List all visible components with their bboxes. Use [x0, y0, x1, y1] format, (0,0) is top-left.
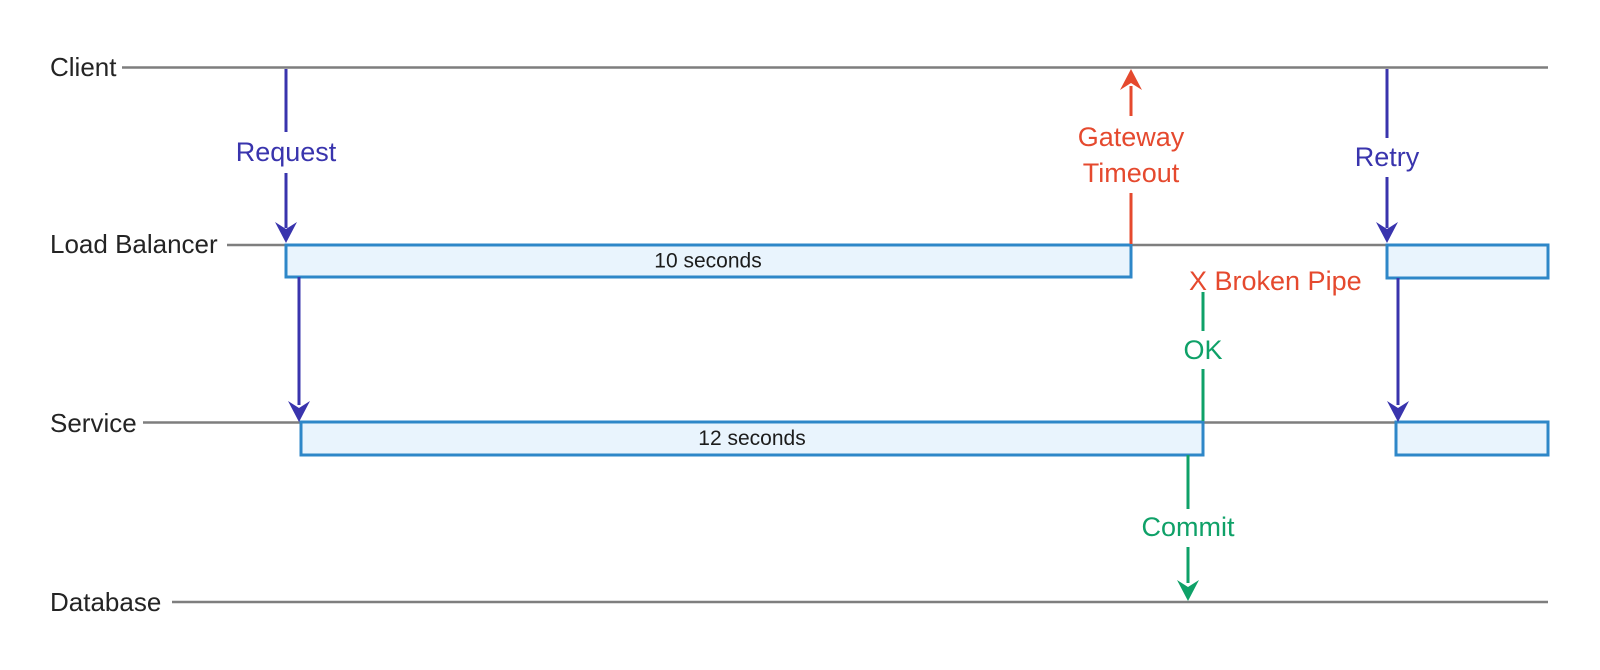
activation-box-load-balancer-retry — [1385, 243, 1550, 280]
actor-label-database: Database — [50, 587, 161, 617]
retry-label: Retry — [1355, 142, 1420, 172]
activation-label-12-seconds: 12 seconds — [698, 427, 805, 450]
actor-label-load-balancer: Load Balancer — [50, 229, 218, 259]
ok-label: OK — [1183, 335, 1222, 365]
broken-pipe-label: X Broken Pipe — [1189, 266, 1362, 296]
gateway-timeout-label-line2: Timeout — [1083, 158, 1180, 188]
request-label: Request — [236, 137, 337, 167]
request-arrowhead-icon — [275, 222, 297, 243]
gateway-timeout-label-mask — [1058, 116, 1204, 193]
commit-label-mask — [1139, 509, 1237, 547]
gateway-timeout-label-line1: Gateway — [1078, 122, 1185, 152]
activation-box-service-retry — [1394, 420, 1550, 457]
ok-label-mask — [1180, 331, 1226, 369]
lb-to-service-arrowhead-icon — [288, 401, 310, 422]
retry-arrowhead-icon — [1376, 222, 1398, 243]
commit-label: Commit — [1142, 512, 1235, 542]
actor-label-service: Service — [50, 408, 137, 438]
gateway-timeout-arrowhead-icon — [1120, 69, 1142, 90]
retry-label-mask — [1350, 138, 1426, 177]
activation-box-load-balancer-10s — [284, 243, 1133, 279]
request-label-mask — [238, 132, 334, 173]
actor-label-client: Client — [50, 52, 117, 82]
activation-box-service-12s — [299, 420, 1205, 457]
commit-arrowhead-icon — [1177, 580, 1199, 601]
lb-to-service-retry-arrowhead-icon — [1387, 401, 1409, 422]
activation-label-10-seconds: 10 seconds — [654, 250, 761, 273]
